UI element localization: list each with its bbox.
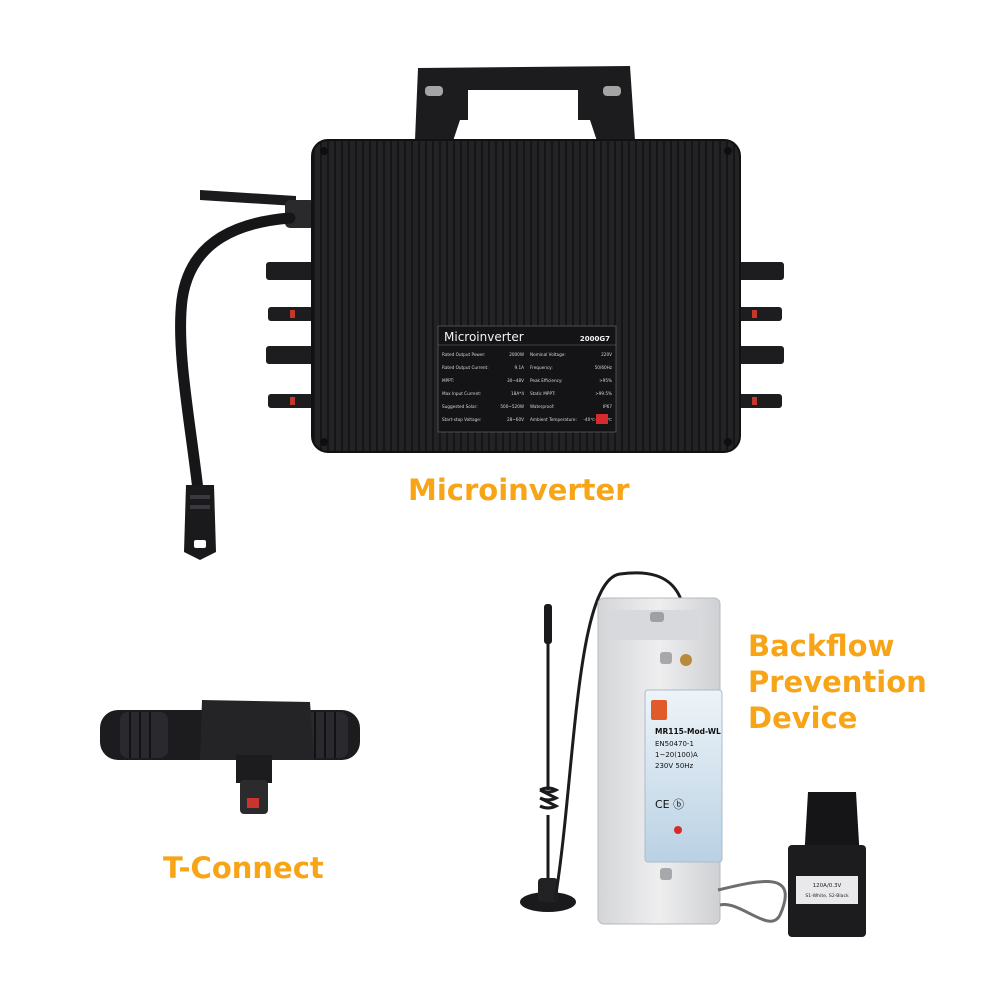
- spec-text: Static MPPT:: [530, 391, 555, 396]
- backflow-device: MR115-Mod-WL EN50470-1 1~20(100)A 230V 5…: [520, 571, 866, 937]
- spec-text: Max Input Current:: [442, 391, 481, 396]
- current-transformer: 120A/0.3V S1-White, S2-Black: [788, 792, 866, 937]
- label-model: 2000G7: [580, 335, 610, 343]
- spec-text: Suggested Solar:: [442, 404, 478, 409]
- spec-text: Rated Output Power:: [442, 352, 485, 357]
- spec-text: Peak Efficiency:: [530, 378, 563, 383]
- spec-text: Nominal Voltage:: [530, 352, 566, 357]
- caption-microinverter: Microinverter: [408, 473, 630, 507]
- spec-text: Waterproof:: [530, 404, 555, 409]
- spec-text: 50/60Hz: [595, 365, 613, 370]
- meter-current: 1~20(100)A: [655, 751, 698, 759]
- spec-text: 18A*4: [511, 391, 524, 396]
- caption-backflow-line1: Backflow: [748, 629, 895, 663]
- spec-text: >95%: [599, 378, 612, 383]
- spec-text: IP67: [603, 404, 612, 409]
- spec-text: 30~48V: [507, 378, 524, 383]
- caption-t-connect: T-Connect: [163, 851, 324, 885]
- spec-text: 500~520W: [500, 404, 524, 409]
- t-connect: [100, 700, 360, 814]
- meter-model: MR115-Mod-WL: [655, 727, 721, 736]
- ct-rating: 120A/0.3V: [813, 883, 842, 889]
- red-marker: [596, 414, 608, 424]
- caption-backflow-line2: Prevention: [748, 665, 927, 699]
- antenna-stub: [200, 190, 296, 206]
- status-led: [674, 826, 682, 834]
- meter-standard: EN50470-1: [655, 740, 694, 748]
- caption-backflow-line3: Device: [748, 701, 858, 735]
- spec-text: MPPT:: [442, 378, 454, 383]
- microinverter: Microinverter 2000G7 Rated Output Power:…: [175, 66, 784, 560]
- spec-text: Start-stop Voltage:: [442, 417, 481, 422]
- caption-backflow-device: Backflow Prevention Device: [748, 628, 927, 736]
- ct-wiring: S1-White, S2-Black: [805, 893, 849, 899]
- meter-voltage: 230V 50Hz: [655, 762, 694, 770]
- spec-label: Microinverter 2000G7 Rated Output Power:…: [437, 325, 617, 433]
- dc-connectors-left: [266, 262, 316, 408]
- inverter-body: [312, 140, 740, 452]
- brand-logo-icon: [651, 700, 667, 720]
- ac-cable: [175, 212, 296, 496]
- spec-text: >99.5%: [595, 391, 612, 396]
- certification-marks: CE ⓑ: [655, 798, 684, 811]
- spec-text: 28~60V: [507, 417, 524, 422]
- dc-connectors-right: [734, 262, 784, 408]
- spec-text: 9.1A: [514, 365, 524, 370]
- ac-plug: [184, 485, 216, 560]
- spec-text: 220V: [601, 352, 612, 357]
- meter-label: [644, 689, 723, 863]
- spec-text: Ambient Temperature:: [530, 417, 577, 422]
- spec-text: 2000W: [509, 352, 524, 357]
- spec-text: Rated Output Current:: [442, 365, 489, 370]
- spec-text: Frequency:: [530, 365, 553, 370]
- label-title: Microinverter: [444, 330, 524, 344]
